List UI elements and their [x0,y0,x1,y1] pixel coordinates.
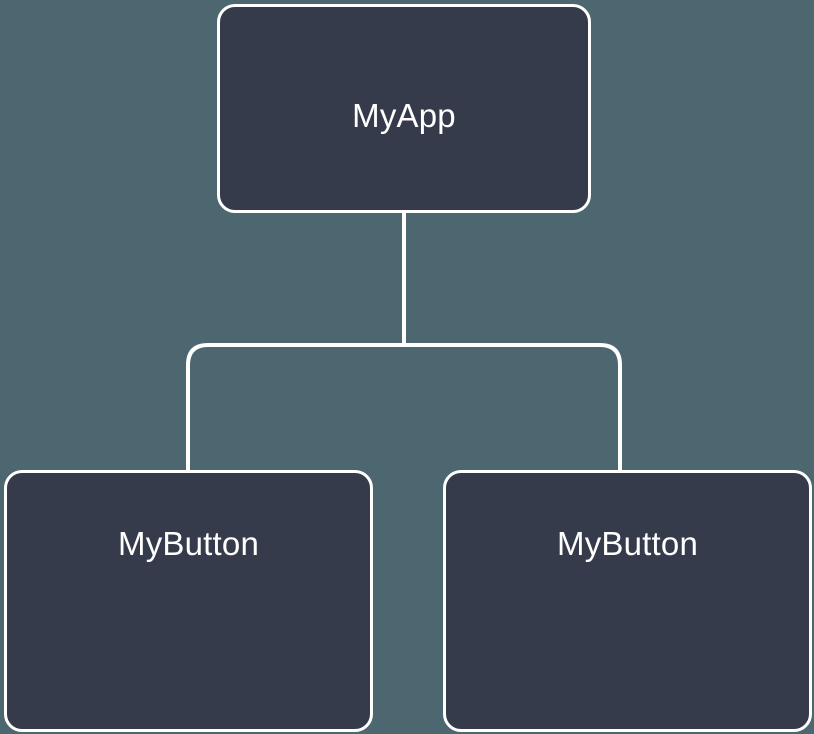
node-mybutton-right[interactable]: MyButton count 0 [443,470,812,732]
connector-branch-bar [186,343,622,470]
node-mybutton-left-label: MyButton [118,525,259,562]
node-myapp-label: MyApp [352,97,456,134]
node-myapp[interactable]: MyApp [217,4,591,213]
node-mybutton-right-label: MyButton [557,525,698,562]
node-mybutton-left[interactable]: MyButton count 1 [4,470,373,732]
